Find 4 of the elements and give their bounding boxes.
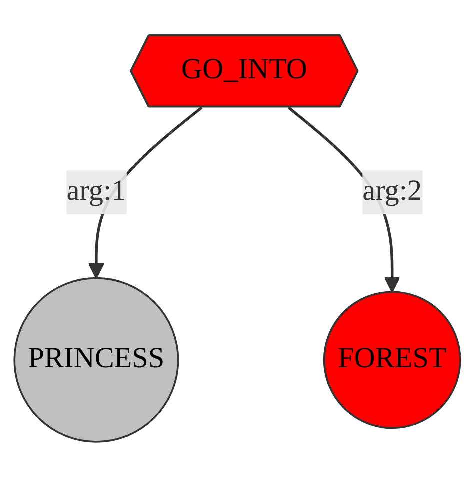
node-circle: FOREST (323, 290, 462, 429)
node-circle: PRINCESS (14, 277, 180, 443)
edge-label: arg:1 (66, 176, 126, 207)
edge-label: arg:2 (362, 176, 422, 207)
